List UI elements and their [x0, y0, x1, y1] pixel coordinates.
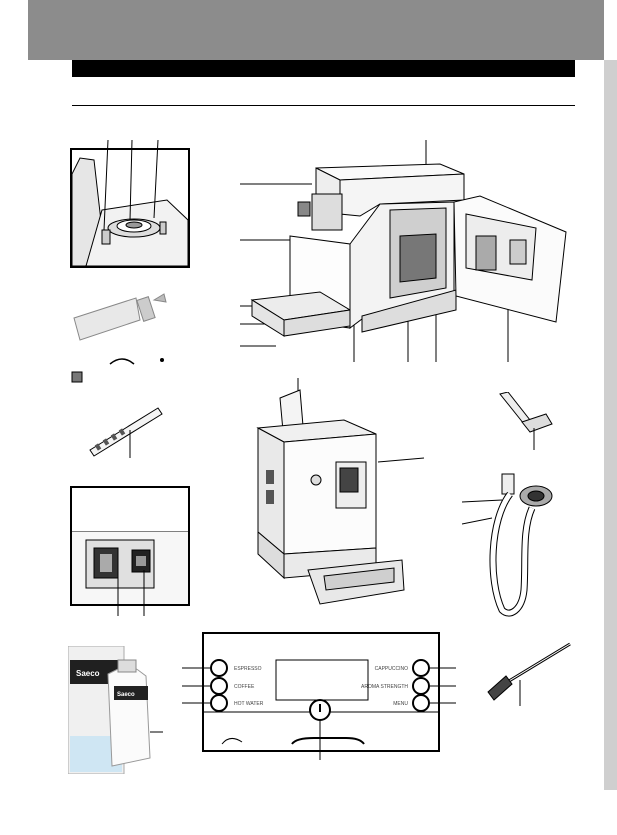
power-socket-callouts — [117, 570, 145, 616]
power-socket-icon — [72, 488, 188, 604]
title-bar — [72, 60, 575, 77]
side-tab — [604, 60, 617, 790]
hot-water-label: HOT WATER — [234, 701, 264, 707]
title-rule — [72, 105, 575, 106]
menu-label: MENU — [393, 701, 408, 707]
power-socket-figure — [70, 486, 190, 606]
water-tank-figure — [70, 148, 190, 268]
coffee-label: COFFEE — [234, 684, 255, 690]
espresso-label: ESPRESSO — [234, 666, 262, 672]
saeco-bottle-logo: Saeco — [117, 692, 135, 698]
coffee-scoop-icon — [499, 392, 553, 450]
cleaning-brush-icon — [487, 642, 571, 706]
header-bar — [28, 0, 604, 60]
water-tank-callouts — [103, 140, 159, 231]
milk-tube-icon — [462, 473, 553, 617]
water-tank-icon — [72, 157, 188, 266]
cappuccino-label: CAPPUCCINO — [375, 666, 408, 672]
control-panel-callouts — [182, 667, 456, 760]
test-strip-icon — [89, 407, 163, 458]
machine-front-icon — [256, 378, 425, 605]
grease-tube-icon — [71, 293, 167, 383]
aroma-label: AROMA STRENGTH — [361, 684, 408, 690]
descaling-solution-icon: Saeco Saeco — [68, 646, 163, 774]
saeco-box-logo: Saeco — [76, 669, 100, 678]
machine-open-icon — [240, 140, 567, 362]
